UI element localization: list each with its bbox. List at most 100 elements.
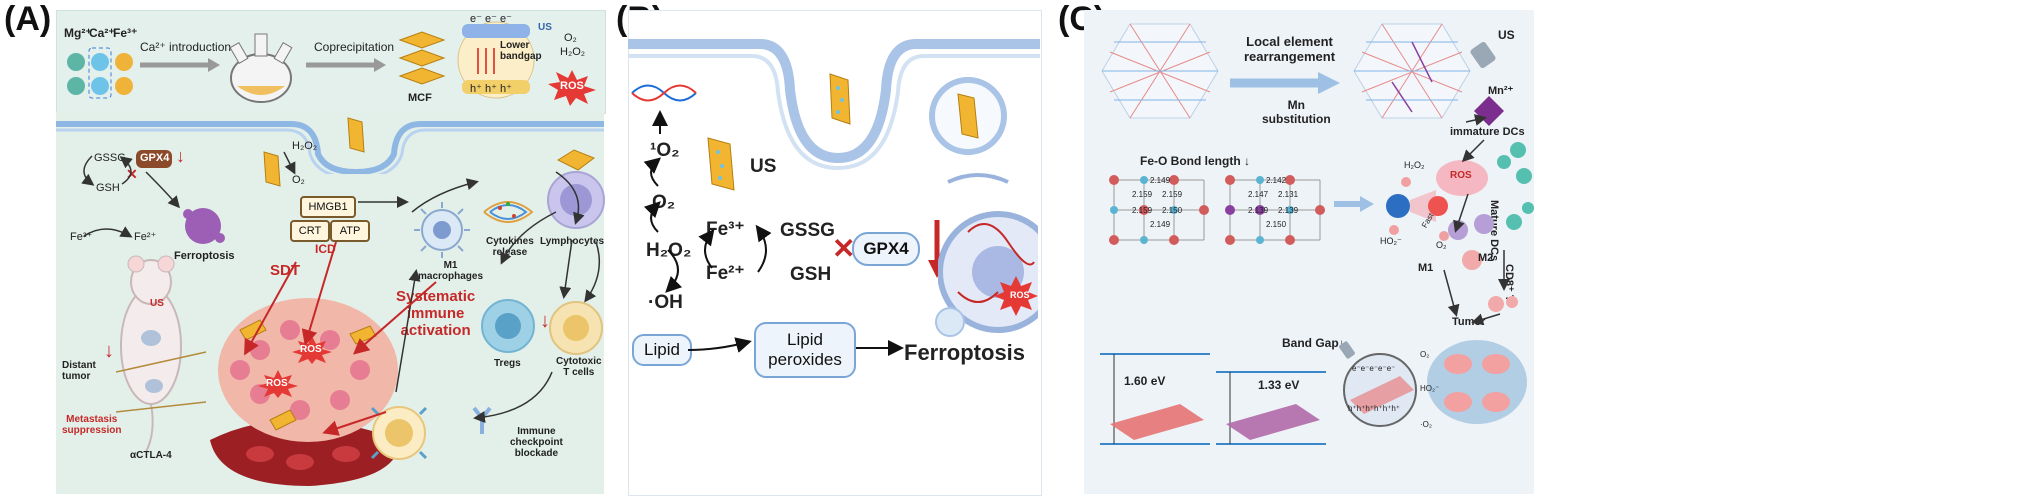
checkpoint-label: Immune checkpoint blockade	[510, 426, 563, 459]
mcf-particle-a	[263, 151, 281, 187]
o2-c: O₂	[1436, 240, 1447, 250]
membrane-b	[628, 39, 1040, 170]
gpx4-badge-a	[136, 150, 172, 168]
mcf-particle-a2	[556, 149, 596, 171]
h2o2-c: H₂O₂	[1404, 160, 1425, 170]
us-label-b: US	[750, 156, 777, 177]
ros-label-tumor-1: ROS	[300, 344, 322, 355]
m1-label-c: M1	[1418, 262, 1434, 274]
electrons-c: e⁻e⁻e⁻e⁻e⁻	[1352, 364, 1396, 373]
bond-right-6: 2.150	[1266, 220, 1287, 229]
arrow-ca-intro	[140, 58, 220, 72]
atp-box: ATP	[330, 220, 370, 242]
crt-box: CRT	[290, 220, 330, 242]
mcf-stack	[398, 31, 446, 85]
inhibit-x-a: ✕	[126, 166, 138, 182]
dc-cells	[1497, 142, 1534, 230]
gsh-b: GSH	[790, 264, 832, 285]
us-label-mouse: US	[150, 298, 164, 309]
step-coprecipitation: Coprecipitation	[314, 40, 395, 54]
ion-cluster	[67, 47, 133, 99]
distant-down-arrow: ↓	[104, 340, 114, 362]
bond-right-3: 2.131	[1278, 190, 1299, 199]
tregs-label: Tregs	[494, 358, 521, 369]
us-probe-c	[1470, 42, 1496, 68]
ion-ca: Ca²⁺	[89, 26, 115, 40]
holes-c: h⁺h⁺h⁺h⁺h⁺h⁺	[1348, 404, 1401, 413]
mcf-particle-b2	[707, 137, 735, 191]
cytokines-swirl	[483, 201, 534, 223]
us-label-c: US	[1498, 28, 1515, 42]
mouse-illustration	[120, 255, 182, 453]
ros-burst-tumor-2	[258, 370, 298, 398]
gpx4-down-arrow: ↓	[176, 146, 185, 166]
mn-ion-label: Mn²⁺	[1488, 85, 1514, 97]
fe3-b: Fe³⁺	[706, 219, 745, 240]
lymphocyte-cell	[547, 171, 605, 229]
lipid-peroxides-box: Lipid peroxides	[754, 322, 856, 378]
panel-c-arrows	[1443, 114, 1510, 326]
arrow-rearrangement	[1230, 72, 1340, 94]
immature-dcs-label: immature DCs	[1450, 126, 1525, 138]
ros-label-b: ROS	[1010, 290, 1030, 300]
bond-left-1: 2.149	[1150, 176, 1171, 185]
distant-tumor-label: Distant tumor	[62, 360, 96, 382]
gpx4-label-a: GPX4	[140, 152, 170, 164]
step-ca-introduction: Ca²⁺ introduction	[140, 40, 232, 54]
ferroptotic-cell-b	[935, 307, 965, 337]
ion-fe: Fe³⁺	[113, 26, 138, 40]
local-rearrangement-label: Local element rearrangement	[1244, 34, 1336, 64]
bond-lattice-left	[1109, 175, 1209, 245]
metastasis-label: Metastasis suppression	[62, 414, 122, 436]
bond-left-5: 2.150	[1162, 206, 1183, 215]
ferroptosis-cell	[183, 208, 225, 244]
cytotoxic-t-cell	[549, 301, 603, 355]
bandgap-left	[1100, 353, 1210, 445]
ev-left: 1.60 eV	[1124, 374, 1166, 388]
ho2-c2: HO₂⁻	[1420, 384, 1440, 393]
flask-icon	[229, 33, 293, 103]
tumor-c	[1427, 340, 1527, 424]
cytotoxic-label: Cytotoxic T cells	[556, 356, 602, 378]
lattice-right	[1353, 23, 1471, 119]
ros-label-tumor-2: ROS	[266, 378, 288, 389]
tumor-mass-a	[210, 298, 400, 486]
singlet-oxygen: ¹O₂	[650, 140, 680, 161]
mn-substitution-label: Mn substitution	[1262, 98, 1331, 126]
gssg-b: GSSG	[780, 220, 835, 241]
m1-macrophages-label: M1 macrophages	[418, 260, 484, 282]
treg-cell	[481, 299, 535, 353]
h2o2-b-a: H₂O₂	[292, 140, 318, 152]
membrane-a	[56, 121, 604, 174]
ros-label-c: ROS	[1450, 170, 1472, 181]
gssg-a: GSSG	[94, 152, 126, 164]
bond-left-3: 2.159	[1162, 190, 1183, 199]
catalysis-scheme	[1386, 177, 1449, 241]
o2-label-a: O₂	[564, 32, 577, 44]
cell-nucleus-b	[938, 173, 1038, 333]
charge-separation-circle	[1343, 353, 1417, 427]
ev-right: 1.33 eV	[1258, 378, 1300, 392]
band-gap-label: Band Gap↓	[1282, 336, 1345, 350]
ros-burst-a	[548, 70, 596, 106]
panel-a-letter: (A)	[4, 0, 52, 38]
o2-radical-c: ·O₂	[1420, 420, 1432, 429]
hmgb1-box: HMGB1	[300, 196, 356, 218]
ctla4-label: αCTLA-4	[130, 450, 172, 461]
bandgap-holes: h⁺ h⁺ h⁺	[470, 83, 512, 95]
ion-mg: Mg²⁺	[64, 26, 92, 40]
panel-b-arrows	[643, 110, 904, 356]
mcf-particle-b1	[829, 73, 851, 125]
bond-right-1: 2.142	[1266, 176, 1287, 185]
arrow-to-catalysis	[1334, 196, 1374, 212]
ferroptosis-label-a: Ferroptosis	[174, 250, 235, 262]
bandgap-electrons: e⁻ e⁻ e⁻	[470, 13, 512, 25]
ho2-c: HO₂⁻	[1380, 236, 1402, 246]
bandgap-sphere	[457, 21, 535, 99]
fe2-b: Fe²⁺	[706, 263, 745, 284]
ferroptosis-label-b: Ferroptosis	[904, 340, 1026, 365]
mcf-particle-membrane	[347, 117, 365, 153]
feo-bond-label: Fe-O Bond length ↓	[1140, 154, 1250, 168]
lattice-left	[1101, 23, 1219, 119]
fe2-a: Fe²⁺	[134, 231, 157, 243]
